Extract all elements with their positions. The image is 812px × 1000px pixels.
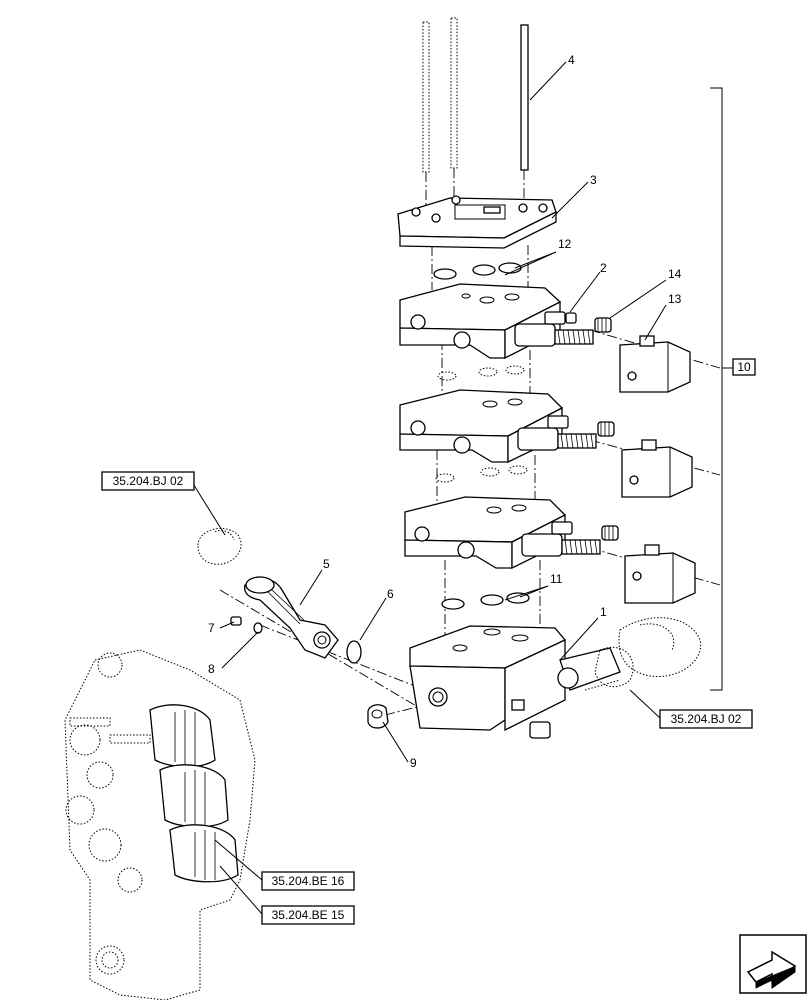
screw-and-washer xyxy=(230,616,263,634)
callout-14: 14 xyxy=(668,267,682,281)
callout-labels: 4 3 12 2 14 13 5 6 11 1 7 8 9 xyxy=(208,53,682,770)
callout-5: 5 xyxy=(323,557,330,571)
callout-1: 1 xyxy=(600,605,607,619)
reference-label[interactable]: 35.204.BJ 02 xyxy=(671,712,742,726)
assembly-bracket: 10 xyxy=(710,87,756,691)
callout-3: 3 xyxy=(590,173,597,187)
valve-section-middle xyxy=(399,389,693,498)
reference-valve-assembly xyxy=(64,649,256,1000)
reference-bj02-left[interactable]: 35.204.BJ 02 xyxy=(101,471,195,491)
reference-be16[interactable]: 35.204.BE 16 xyxy=(261,871,355,891)
hose-assembly xyxy=(584,617,702,691)
reference-be15[interactable]: 35.204.BE 15 xyxy=(261,905,355,925)
callout-11: 11 xyxy=(550,572,563,586)
next-page-arrow-icon[interactable] xyxy=(739,934,807,994)
valve-section-bottom xyxy=(404,496,696,604)
reference-bj02-right[interactable]: 35.204.BJ 02 xyxy=(659,709,753,729)
callout-10: 10 xyxy=(737,360,751,374)
end-cover-plate xyxy=(397,195,557,249)
reference-label[interactable]: 35.204.BJ 02 xyxy=(113,474,184,488)
o-rings-top xyxy=(433,262,522,280)
callout-4: 4 xyxy=(568,53,575,67)
tie-rods xyxy=(422,17,529,215)
callout-7: 7 xyxy=(208,621,215,635)
o-rings-bottom xyxy=(441,592,530,610)
callout-13: 13 xyxy=(668,292,682,306)
callout-2: 2 xyxy=(600,261,607,275)
retaining-ring xyxy=(346,640,362,664)
control-lever xyxy=(244,576,339,659)
seals-middle xyxy=(435,365,528,483)
valve-section-top xyxy=(399,283,691,393)
lever-knob xyxy=(197,527,242,565)
reference-label[interactable]: 35.204.BE 15 xyxy=(272,908,345,922)
inlet-block xyxy=(409,625,621,739)
callout-6: 6 xyxy=(387,587,394,601)
leader-lines xyxy=(191,61,667,915)
reference-label[interactable]: 35.204.BE 16 xyxy=(272,874,345,888)
callout-9: 9 xyxy=(410,756,417,770)
callout-12: 12 xyxy=(558,237,572,251)
callout-8: 8 xyxy=(208,662,215,676)
